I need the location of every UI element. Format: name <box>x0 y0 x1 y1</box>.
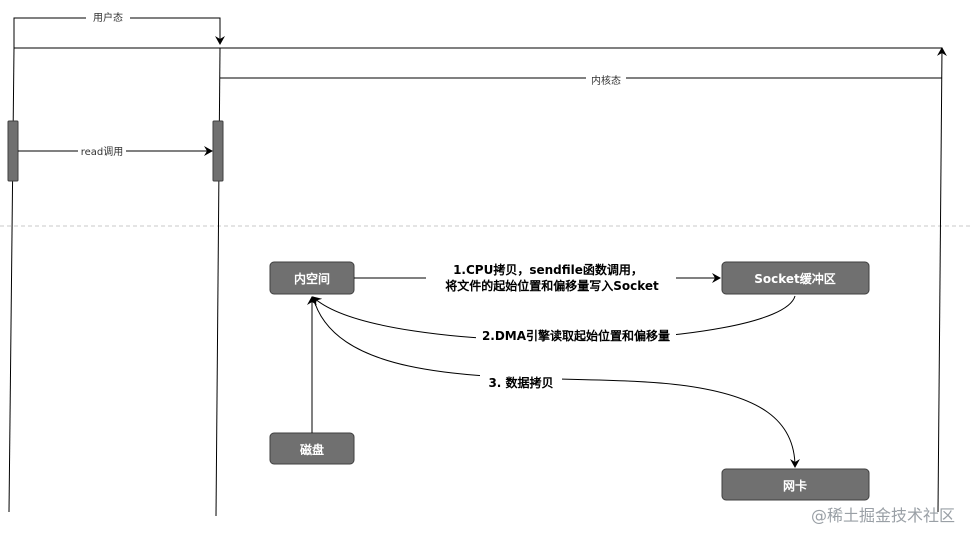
socket-buffer-node: Socket缓冲区 <box>721 261 870 295</box>
return-lifeline <box>936 47 947 513</box>
svg-text:网卡: 网卡 <box>783 478 807 493</box>
user-lifeline <box>8 47 15 513</box>
kernel-lifeline <box>215 47 221 517</box>
kernel-space-node: 内空间 <box>269 261 355 295</box>
kernel-mode-label: 内核态 <box>591 74 621 87</box>
svg-text:内空间: 内空间 <box>294 271 330 286</box>
step3-label: 3. 数据拷贝 <box>488 375 553 390</box>
step3-arrow <box>312 296 800 468</box>
read-call-label: read调用 <box>81 146 124 158</box>
step2-label: 2.DMA引擎读取起始位置和偏移量 <box>482 328 670 343</box>
user-activation-bar <box>7 120 19 182</box>
step1-label-line2: 将文件的起始位置和偏移量写入Socket <box>445 278 659 293</box>
svg-text:Socket缓冲区: Socket缓冲区 <box>754 271 836 286</box>
step1-label-line1: 1.CPU拷贝，sendfile函数调用， <box>453 262 643 277</box>
kernel-activation-bar <box>212 120 224 182</box>
user-mode-label: 用户态 <box>93 11 123 24</box>
disk-node: 磁盘 <box>269 432 355 465</box>
nic-node: 网卡 <box>721 468 870 501</box>
watermark: @稀土掘金技术社区 <box>810 506 955 525</box>
svg-text:磁盘: 磁盘 <box>299 442 324 457</box>
